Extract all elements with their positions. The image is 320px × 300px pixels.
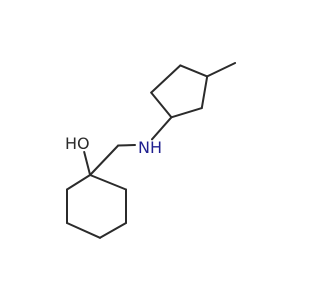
hydroxyl-label: HO <box>65 134 90 153</box>
bond-cyclopentyl-5 <box>150 64 182 94</box>
molecule-structure-diagram: HO NH <box>65 62 237 239</box>
bond-cyclopentyl-1 <box>179 64 209 78</box>
bond-oh <box>83 151 92 176</box>
bond-cyclohexane-6 <box>66 174 92 191</box>
bond-cyclopentyl-3 <box>170 107 203 119</box>
bond-cyclohexane-3 <box>99 222 127 239</box>
bond-cyclohexane-4 <box>66 222 101 239</box>
bond-nh-to-ch2 <box>117 144 136 147</box>
bond-cyclohexane-1 <box>89 174 127 191</box>
amine-label: NH <box>138 138 162 157</box>
bond-methyl <box>206 62 237 78</box>
bond-ch2-to-quaternary-carbon <box>89 144 120 176</box>
bond-cyclopentyl-4 <box>150 91 173 119</box>
bond-cyclopentyl-2 <box>200 75 209 110</box>
bond-cyclopentyl-to-nh <box>151 116 173 141</box>
